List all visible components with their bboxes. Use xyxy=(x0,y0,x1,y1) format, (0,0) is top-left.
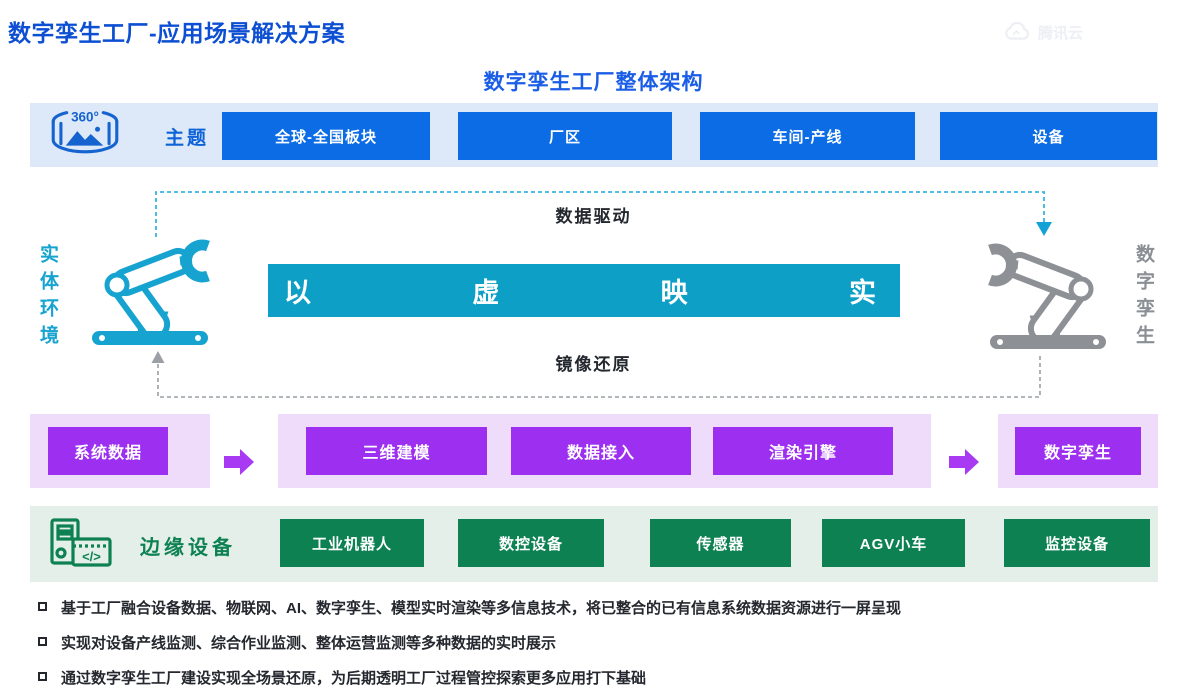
edge-node-cnc-equipment: 数控设备 xyxy=(458,519,604,567)
theme-label: 主题 xyxy=(165,128,210,149)
robot-arm-digital-icon xyxy=(988,243,1106,349)
data-driven-label: 数据驱动 xyxy=(555,207,632,226)
theme-row: 360° 主题 全球-全国板块 厂区 车间-产线 设备 xyxy=(30,103,1158,167)
bullet-item: 通过数字孪生工厂建设实现全场景还原，为后期透明工厂过程管控探索更多应用打下基础 xyxy=(38,668,1158,689)
edge-node-industrial-robot: 工业机器人 xyxy=(280,519,424,567)
banner-char: 以 xyxy=(284,278,311,308)
summary-bullets: 基于工厂融合设备数据、物联网、AI、数字孪生、模型实时渲染等多信息技术，将已整合… xyxy=(38,598,1158,692)
brand-logo: 腾讯云 xyxy=(1002,22,1083,43)
diagram-title: 数字孪生工厂整体架构 xyxy=(483,71,704,94)
robot-arm-physical-icon xyxy=(92,239,210,345)
mountain-glyph xyxy=(65,131,104,146)
bullet-item: 实现对设备产线监测、综合作业监测、整体运营监测等多种数据的实时展示 xyxy=(38,633,1158,654)
theme-node-factory: 厂区 xyxy=(458,112,672,160)
cloud-icon xyxy=(1005,22,1030,40)
bullet-text: 实现对设备产线监测、综合作业监测、整体运营监测等多种数据的实时展示 xyxy=(61,635,557,652)
panorama-360-icon: 360° xyxy=(51,110,119,154)
code-glyph: </> xyxy=(82,549,101,564)
right-arrow-icon xyxy=(949,449,979,475)
edge-device-row: </> 边缘设备 工业机器人 数控设备 传感器 AGV小车 监控设备 xyxy=(30,506,1158,582)
square-bullet-icon xyxy=(38,637,47,646)
bullet-item: 基于工厂融合设备数据、物联网、AI、数字孪生、模型实时渲染等多信息技术，将已整合… xyxy=(38,598,1158,619)
theme-node-global: 全球-全国板块 xyxy=(222,112,430,160)
pipeline-node-render-engine: 渲染引擎 xyxy=(713,427,893,475)
right-arrow-icon xyxy=(224,449,254,475)
edge-device-icon: </> xyxy=(50,518,112,567)
pipeline-node-system-data: 系统数据 xyxy=(48,427,168,475)
edge-node-agv: AGV小车 xyxy=(822,519,965,567)
square-bullet-icon xyxy=(38,672,47,681)
digital-twin-side-label: 数字孪生 xyxy=(1133,244,1154,352)
edge-node-sensor: 传感器 xyxy=(650,519,791,567)
page-title: 数字孪生工厂-应用场景解决方案 xyxy=(8,20,346,46)
edge-device-label: 边缘设备 xyxy=(140,537,236,559)
virtual-maps-real-banner: 以 虚 映 实 xyxy=(268,264,900,317)
banner-char: 虚 xyxy=(472,278,500,308)
square-bullet-icon xyxy=(38,602,47,611)
mirror-restore-label: 镜像还原 xyxy=(555,355,632,374)
bullet-text: 基于工厂融合设备数据、物联网、AI、数字孪生、模型实时渲染等多信息技术，将已整合… xyxy=(61,600,902,617)
pipeline-node-3d-modeling: 三维建模 xyxy=(306,427,487,475)
banner-char: 映 xyxy=(660,278,688,308)
panorama-360-text: 360° xyxy=(71,110,99,125)
physical-env-label: 实体环境 xyxy=(37,244,58,352)
brand-logo-text: 腾讯云 xyxy=(1037,25,1083,42)
theme-node-workshop-line: 车间-产线 xyxy=(700,112,915,160)
bullet-text: 通过数字孪生工厂建设实现全场景还原，为后期透明工厂过程管控探索更多应用打下基础 xyxy=(61,670,647,687)
edge-node-monitoring: 监控设备 xyxy=(1004,519,1150,567)
pipeline-node-data-access: 数据接入 xyxy=(511,427,691,475)
pipeline-node-digital-twin: 数字孪生 xyxy=(1015,427,1141,475)
theme-node-equipment: 设备 xyxy=(940,112,1157,160)
banner-char: 实 xyxy=(848,278,876,308)
